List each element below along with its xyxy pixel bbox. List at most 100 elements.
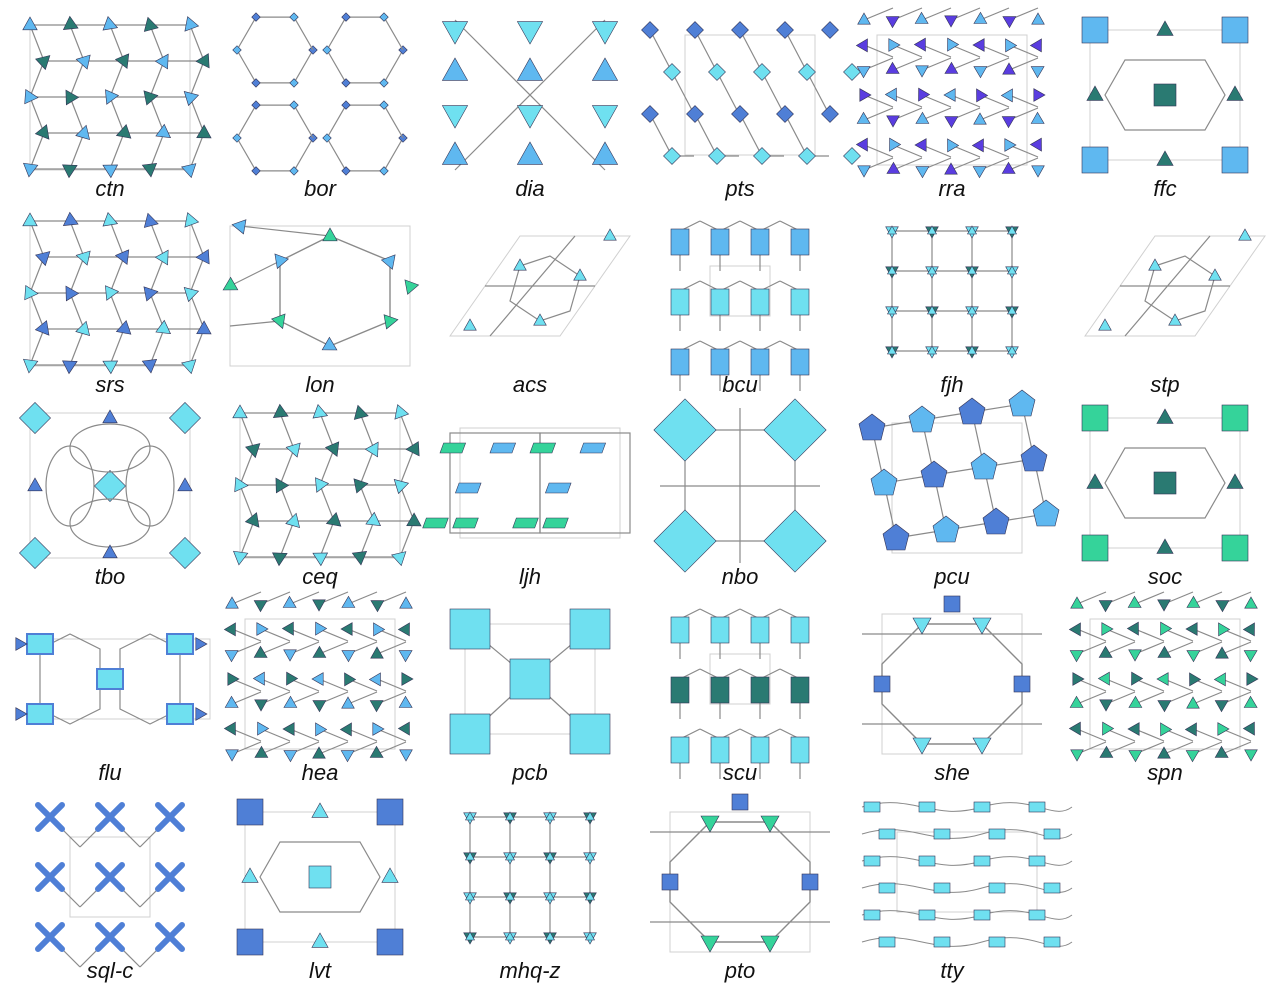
- net-label: she: [852, 760, 1052, 786]
- node-triangle: [326, 513, 341, 527]
- node-cross: [98, 925, 122, 949]
- node-square: [1222, 535, 1248, 561]
- node-square: [662, 874, 678, 890]
- net-diagram-pts: [640, 10, 840, 178]
- node-square: [1222, 17, 1248, 43]
- node-block: [751, 289, 769, 315]
- node-triangle: [1244, 696, 1257, 707]
- node-triangle: [442, 106, 467, 128]
- node-triangle: [1215, 701, 1228, 712]
- net-label: scu: [640, 760, 840, 786]
- node-triangle: [144, 213, 158, 227]
- node-triangle: [914, 38, 925, 51]
- node-cross: [38, 925, 62, 949]
- node-triangle: [1006, 39, 1017, 52]
- node-square: [1082, 147, 1108, 173]
- node-triangle: [63, 16, 78, 29]
- node-slab: [513, 518, 539, 528]
- net-label: lon: [220, 372, 420, 398]
- net-panel-srs: srs: [10, 206, 210, 402]
- net-label: nbo: [640, 564, 840, 590]
- node-triangle: [313, 600, 326, 611]
- node-triangle: [1244, 651, 1257, 662]
- node-block: [1044, 829, 1060, 839]
- node-triangle: [323, 228, 337, 241]
- node-triangle: [916, 66, 929, 77]
- node-square: [510, 659, 550, 699]
- node-square: [342, 167, 350, 175]
- node-block: [989, 937, 1005, 947]
- node-triangle: [913, 618, 931, 634]
- net-panel-tty: tty: [852, 792, 1052, 988]
- node-triangle: [313, 405, 328, 419]
- node-triangle: [156, 124, 171, 137]
- node-block: [879, 937, 895, 947]
- node-triangle: [1002, 117, 1015, 128]
- node-triangle: [405, 280, 419, 294]
- node-polyhedron: [959, 398, 985, 424]
- net-panel-ljh: ljh: [430, 398, 630, 594]
- node-triangle: [974, 67, 987, 78]
- node-square: [252, 79, 260, 87]
- node-square: [94, 470, 125, 501]
- net-panel-fjh: fjh: [852, 206, 1052, 402]
- node-triangle: [103, 410, 117, 423]
- node-square: [687, 106, 704, 123]
- node-triangle: [1100, 700, 1113, 711]
- node-triangle: [701, 936, 719, 952]
- node-triangle: [366, 512, 381, 525]
- node-square: [799, 64, 816, 81]
- node-block: [974, 856, 990, 866]
- node-block: [974, 802, 990, 812]
- node-triangle: [1227, 86, 1243, 100]
- net-panel-ceq: ceq: [220, 398, 420, 594]
- node-slab: [490, 443, 516, 453]
- node-block: [751, 229, 769, 255]
- node-block: [989, 883, 1005, 893]
- node-triangle: [287, 672, 298, 685]
- net-panel-rra: rra: [852, 10, 1052, 206]
- node-square: [237, 799, 263, 825]
- node-triangle: [464, 319, 477, 330]
- node-triangle: [1157, 21, 1173, 35]
- node-triangle: [1132, 672, 1143, 685]
- node-triangle: [945, 117, 958, 128]
- node-cross: [98, 805, 122, 829]
- node-block: [711, 617, 729, 643]
- net-diagram-lon: [220, 206, 420, 374]
- net-diagram-dia: [430, 10, 630, 178]
- node-triangle: [312, 673, 323, 686]
- net-label: rra: [852, 176, 1052, 202]
- node-triangle: [1073, 673, 1084, 686]
- node-slab: [530, 443, 556, 453]
- net-label: tty: [852, 958, 1052, 984]
- node-polyhedron: [933, 516, 959, 542]
- net-panel-scu: scu: [640, 594, 840, 790]
- node-triangle: [196, 708, 207, 721]
- net-label: dia: [430, 176, 630, 202]
- net-panel-stp: stp: [1065, 206, 1265, 402]
- node-block: [1029, 910, 1045, 920]
- node-triangle: [1102, 623, 1113, 636]
- net-label: srs: [10, 372, 210, 398]
- node-cross: [158, 925, 182, 949]
- node-square: [799, 148, 816, 165]
- node-polyhedron: [971, 453, 997, 479]
- net-label: acs: [430, 372, 630, 398]
- node-triangle: [36, 252, 50, 266]
- node-triangle: [915, 139, 926, 152]
- node-block: [711, 677, 729, 703]
- node-triangle: [604, 229, 617, 240]
- node-triangle: [885, 88, 896, 101]
- node-cross: [158, 805, 182, 829]
- node-triangle: [517, 106, 542, 128]
- node-triangle: [948, 38, 959, 51]
- node-triangle: [1031, 67, 1044, 78]
- node-square: [342, 13, 350, 21]
- net-diagram-ffc: [1065, 10, 1265, 178]
- node-triangle: [233, 405, 247, 418]
- node-triangle: [23, 213, 37, 226]
- node-triangle: [1158, 701, 1171, 712]
- node-block: [711, 229, 729, 255]
- node-polyhedron: [883, 524, 909, 550]
